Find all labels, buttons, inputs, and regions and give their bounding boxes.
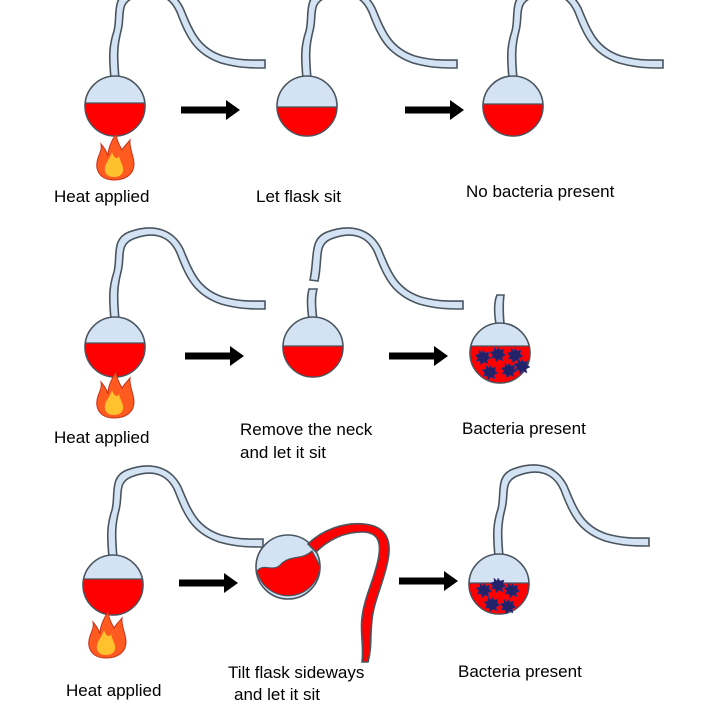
row1-result-label: No bacteria present: [466, 182, 615, 201]
row2-step2-label-line2: and let it sit: [240, 443, 326, 462]
row3-step2-label-line1: Tilt flask sideways: [228, 663, 365, 682]
row3-result-label: Bacteria present: [458, 662, 582, 681]
row3-flame-icon: [88, 611, 127, 659]
row2-step2-label-line1: Remove the neck: [240, 420, 373, 439]
row2-flask2-broth: [282, 345, 344, 378]
row3-flask2-broth: [256, 550, 321, 597]
row2-flame-icon: [96, 371, 135, 419]
row2-step1-label: Heat applied: [54, 428, 150, 447]
row2-flask1-broth: [84, 342, 146, 378]
row1-arrow-2: [405, 100, 464, 120]
row3-step2-label-line2: and let it sit: [234, 685, 320, 704]
row1-step1-label: Heat applied: [54, 187, 150, 206]
row3-flask2-neck-broth: [306, 522, 390, 663]
row1-flask2-broth: [276, 106, 338, 137]
row1-flask3-broth: [482, 103, 544, 137]
row2-result-flask-stub: [493, 294, 505, 325]
row1-flask1-broth: [84, 102, 146, 137]
row2-arrow-1: [185, 346, 244, 366]
row1-flame-icon: [96, 133, 135, 181]
row1-arrow-1: [181, 100, 240, 120]
row3-flask1-broth: [82, 578, 144, 616]
row2-arrow-2: [389, 346, 448, 366]
row3-step1-label: Heat applied: [66, 681, 162, 700]
row2-result-label: Bacteria present: [462, 419, 586, 438]
row3-arrow-2: [399, 571, 458, 591]
row3-arrow-1: [179, 573, 238, 593]
row1-step2-label: Let flask sit: [256, 187, 342, 206]
